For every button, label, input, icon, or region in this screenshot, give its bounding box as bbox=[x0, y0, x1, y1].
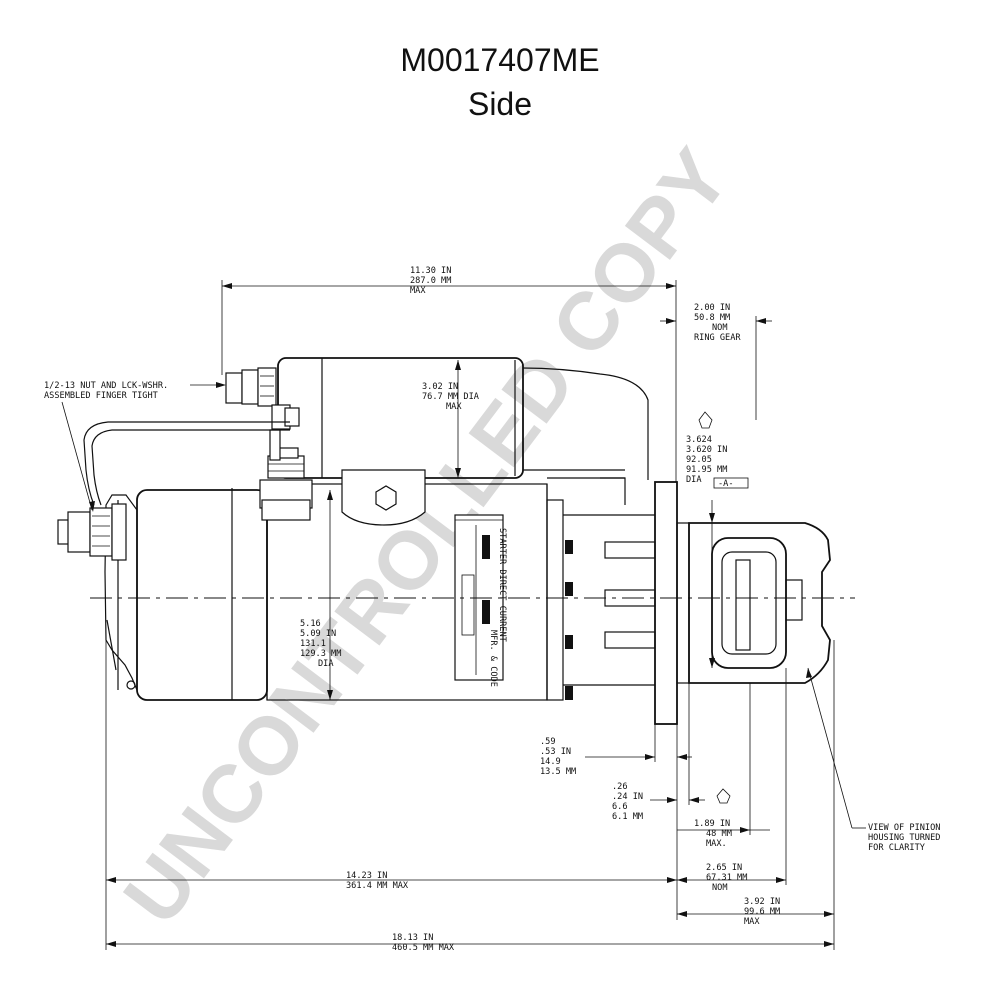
dim-pinion-2: 2.65 IN 67.31 MM NOM bbox=[677, 668, 787, 893]
dim-text: 129.3 MM bbox=[300, 649, 341, 659]
dim-text: 11.30 IN bbox=[410, 266, 451, 276]
drawing-title: M0017407ME bbox=[400, 42, 600, 78]
dim-text: 76.7 MM DIA bbox=[422, 392, 480, 402]
dim-body-length: 14.23 IN 361.4 MM MAX bbox=[105, 640, 677, 950]
dim-text: 99.6 MM bbox=[744, 907, 780, 917]
dim-text: 91.95 MM bbox=[686, 465, 727, 475]
dim-frame-dia: 5.16 5.09 IN 131.1 129.3 MM DIA bbox=[300, 490, 341, 700]
dim-text: RING GEAR bbox=[694, 333, 741, 343]
dim-text: 3.92 IN bbox=[744, 897, 780, 907]
dim-text: NOM bbox=[712, 323, 728, 333]
dim-text: 3.620 IN bbox=[686, 445, 727, 455]
dim-text: DIA bbox=[686, 475, 702, 485]
dim-text: 1.89 IN bbox=[694, 819, 730, 829]
nameplate-line-2: MFR. & CODE bbox=[488, 630, 498, 687]
dim-text: 14.9 bbox=[540, 757, 561, 767]
dim-text: 131.1 bbox=[300, 639, 326, 649]
dim-text: 14.23 IN bbox=[346, 871, 387, 881]
dim-text: MAX bbox=[744, 917, 760, 927]
dim-text: 287.0 MM bbox=[410, 276, 451, 286]
dim-text: 6.6 bbox=[612, 802, 628, 812]
callout-text: 1/2-13 NUT AND LCK-WSHR. bbox=[44, 381, 168, 391]
dim-text: 2.00 IN bbox=[694, 303, 730, 313]
dim-text: 5.16 bbox=[300, 619, 321, 629]
dim-overall-length: 18.13 IN 460.5 MM MAX bbox=[106, 933, 834, 953]
dim-text: 50.8 MM bbox=[694, 313, 730, 323]
dim-text: .26 bbox=[612, 782, 628, 792]
dim-text: 67.31 MM bbox=[706, 873, 747, 883]
dim-text: 92.05 bbox=[686, 455, 712, 465]
starter-motor: STARTER DIRECT CURRENT MFR. & CODE bbox=[57, 357, 831, 725]
callout-text: HOUSING TURNED bbox=[868, 833, 940, 843]
dim-text: MAX. bbox=[706, 839, 727, 849]
callout-text: FOR CLARITY bbox=[868, 843, 926, 853]
watermark-text: UNCONTROLLED COPY bbox=[107, 133, 747, 941]
dim-text: .53 IN bbox=[540, 747, 571, 757]
dim-text: NOM bbox=[712, 883, 728, 893]
dim-text: MAX bbox=[446, 402, 462, 412]
callout-text: VIEW OF PINION bbox=[868, 823, 940, 833]
view-label: Side bbox=[467, 86, 533, 122]
dim-top-length: 11.30 IN 287.0 MM MAX bbox=[221, 266, 677, 482]
dim-pilot-dia: 3.624 3.620 IN 92.05 91.95 MM DIA -A- bbox=[677, 411, 749, 668]
callout-text: ASSEMBLED FINGER TIGHT bbox=[44, 391, 158, 401]
dim-text: 460.5 MM MAX bbox=[392, 943, 455, 953]
dim-text: 18.13 IN bbox=[392, 933, 433, 943]
dim-ring-gear: 2.00 IN 50.8 MM NOM RING GEAR bbox=[660, 303, 772, 420]
dim-text: 2.65 IN bbox=[706, 863, 742, 873]
view-callout: VIEW OF PINION HOUSING TURNED FOR CLARIT… bbox=[806, 667, 940, 853]
dim-text: 6.1 MM bbox=[612, 812, 643, 822]
dim-text: 48 MM bbox=[706, 829, 732, 839]
nameplate-line-1: STARTER DIRECT CURRENT bbox=[497, 528, 507, 642]
dim-flange-thickness: .59 .53 IN 14.9 13.5 MM bbox=[540, 724, 692, 920]
dim-text: 13.5 MM bbox=[540, 767, 576, 777]
dim-text: 5.09 IN bbox=[300, 629, 336, 639]
dim-solenoid-dia: 3.02 IN 76.7 MM DIA MAX bbox=[422, 360, 480, 478]
dim-text: 3.624 bbox=[686, 435, 712, 445]
dim-pinion-3: 3.92 IN 99.6 MM MAX bbox=[677, 640, 835, 950]
dim-text: MAX bbox=[410, 286, 426, 296]
dim-text: 361.4 MM MAX bbox=[346, 881, 409, 891]
nameplate: STARTER DIRECT CURRENT MFR. & CODE bbox=[454, 514, 507, 687]
dim-pilot-depth: .26 .24 IN 6.6 6.1 MM bbox=[612, 683, 731, 822]
dim-text: .59 bbox=[540, 737, 556, 747]
dim-text: .24 IN bbox=[612, 792, 643, 802]
dim-text: 3.02 IN bbox=[422, 382, 458, 392]
dim-text: DIA bbox=[318, 659, 334, 669]
nut-callout: 1/2-13 NUT AND LCK-WSHR. ASSEMBLED FINGE… bbox=[44, 381, 226, 512]
datum-label: -A- bbox=[718, 479, 734, 489]
dim-pinion-1: 1.89 IN 48 MM MAX. bbox=[677, 683, 770, 849]
